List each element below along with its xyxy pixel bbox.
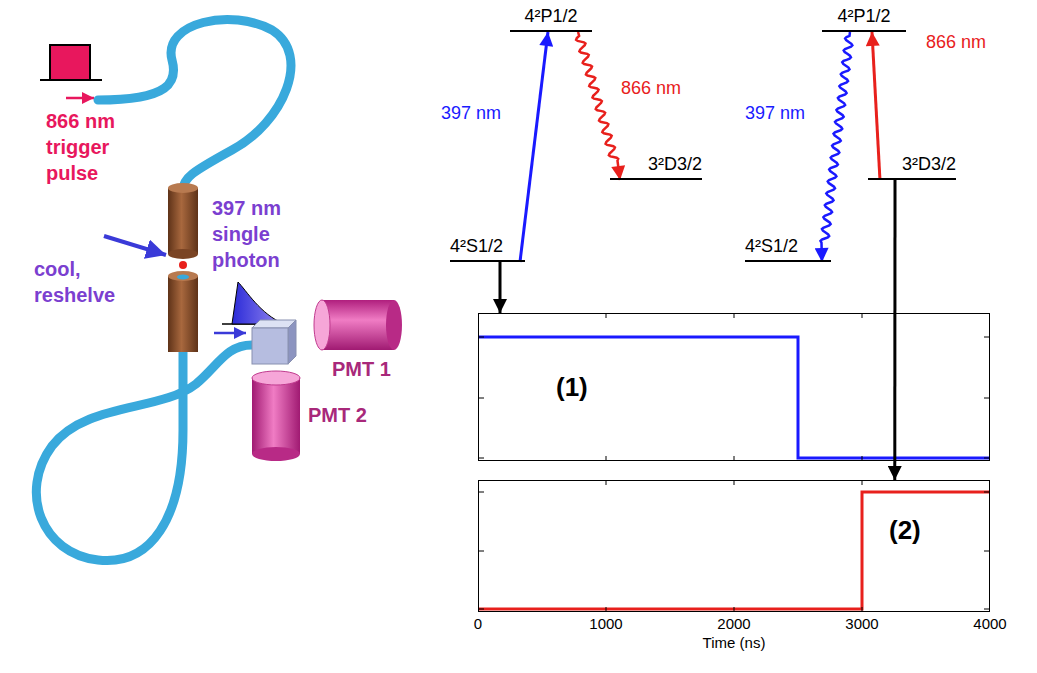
tick-label: 0 — [428, 614, 528, 634]
decay-arrow — [576, 32, 620, 180]
level-label: 3²D3/2 — [610, 154, 702, 175]
photon-arrow — [214, 332, 246, 335]
transition-arrow — [872, 32, 880, 180]
energy-level: 4²S1/2 — [450, 236, 525, 262]
tick-label: 2000 — [684, 614, 784, 634]
beam-label: cool, reshelve — [34, 256, 130, 308]
pmt-tube — [322, 300, 394, 350]
axis-ticks — [478, 313, 990, 612]
wavelength-label: 397 nm — [440, 103, 502, 124]
panel-number: (1) — [556, 372, 588, 403]
tick-label: 3000 — [812, 614, 912, 634]
wavelength-label: 397 nm — [744, 103, 806, 124]
wavelength-label: 866 nm — [620, 78, 682, 99]
plot-panel: (1) — [478, 313, 990, 461]
energy-level: 4²P1/2 — [510, 6, 592, 32]
photon-label: 397 nm single photon — [212, 195, 296, 273]
signal-trace — [478, 337, 990, 458]
ion — [179, 261, 187, 269]
trigger-label: 866 nm trigger pulse — [46, 108, 136, 186]
fiber-ferrule — [168, 188, 198, 254]
panel-number: (2) — [889, 515, 921, 546]
detector-label: PMT 1 — [332, 356, 412, 382]
photon-pulse — [232, 282, 284, 324]
transition-arrow — [520, 32, 548, 262]
energy-level: 3²D3/2 — [610, 154, 702, 180]
beam-splitter — [252, 328, 288, 364]
detector-label: PMT 2 — [308, 402, 388, 428]
beam-splitter — [288, 320, 296, 364]
ferrule-end — [168, 271, 198, 281]
trigger-arrow — [66, 97, 94, 100]
level-label: 4²P1/2 — [822, 6, 906, 27]
signal-trace — [478, 492, 990, 609]
energy-level: 4²P1/2 — [822, 6, 906, 32]
plot-panel: (2) — [478, 480, 990, 612]
tick-label: 1000 — [556, 614, 656, 634]
pmt-end — [386, 300, 402, 350]
tick-label: 4000 — [940, 614, 1037, 634]
axis-title: Time (ns) — [684, 633, 784, 653]
level-label: 4²S1/2 — [745, 236, 831, 257]
ferrule-end — [168, 183, 198, 193]
ferrule-end — [168, 249, 198, 259]
pmt-tube — [252, 378, 300, 454]
level-label: 3²D3/2 — [868, 154, 956, 175]
pmt-window — [252, 371, 300, 385]
transition-arrow — [499, 262, 502, 313]
level-label: 4²S1/2 — [450, 236, 525, 257]
optical-fiber — [36, 345, 252, 561]
pmt-end — [252, 447, 300, 461]
fiber-core — [177, 275, 189, 280]
transition-arrow — [893, 180, 896, 480]
wavelength-label: 866 nm — [925, 32, 987, 53]
pmt-window — [314, 300, 330, 350]
fiber-ferrule — [168, 276, 198, 352]
trigger-pulse — [50, 45, 90, 80]
optical-fiber — [98, 20, 291, 190]
cooling-beam — [104, 236, 166, 255]
level-label: 4²P1/2 — [510, 6, 592, 27]
energy-level: 4²S1/2 — [745, 236, 831, 262]
decay-arrow — [821, 32, 853, 262]
energy-level: 3²D3/2 — [868, 154, 956, 180]
